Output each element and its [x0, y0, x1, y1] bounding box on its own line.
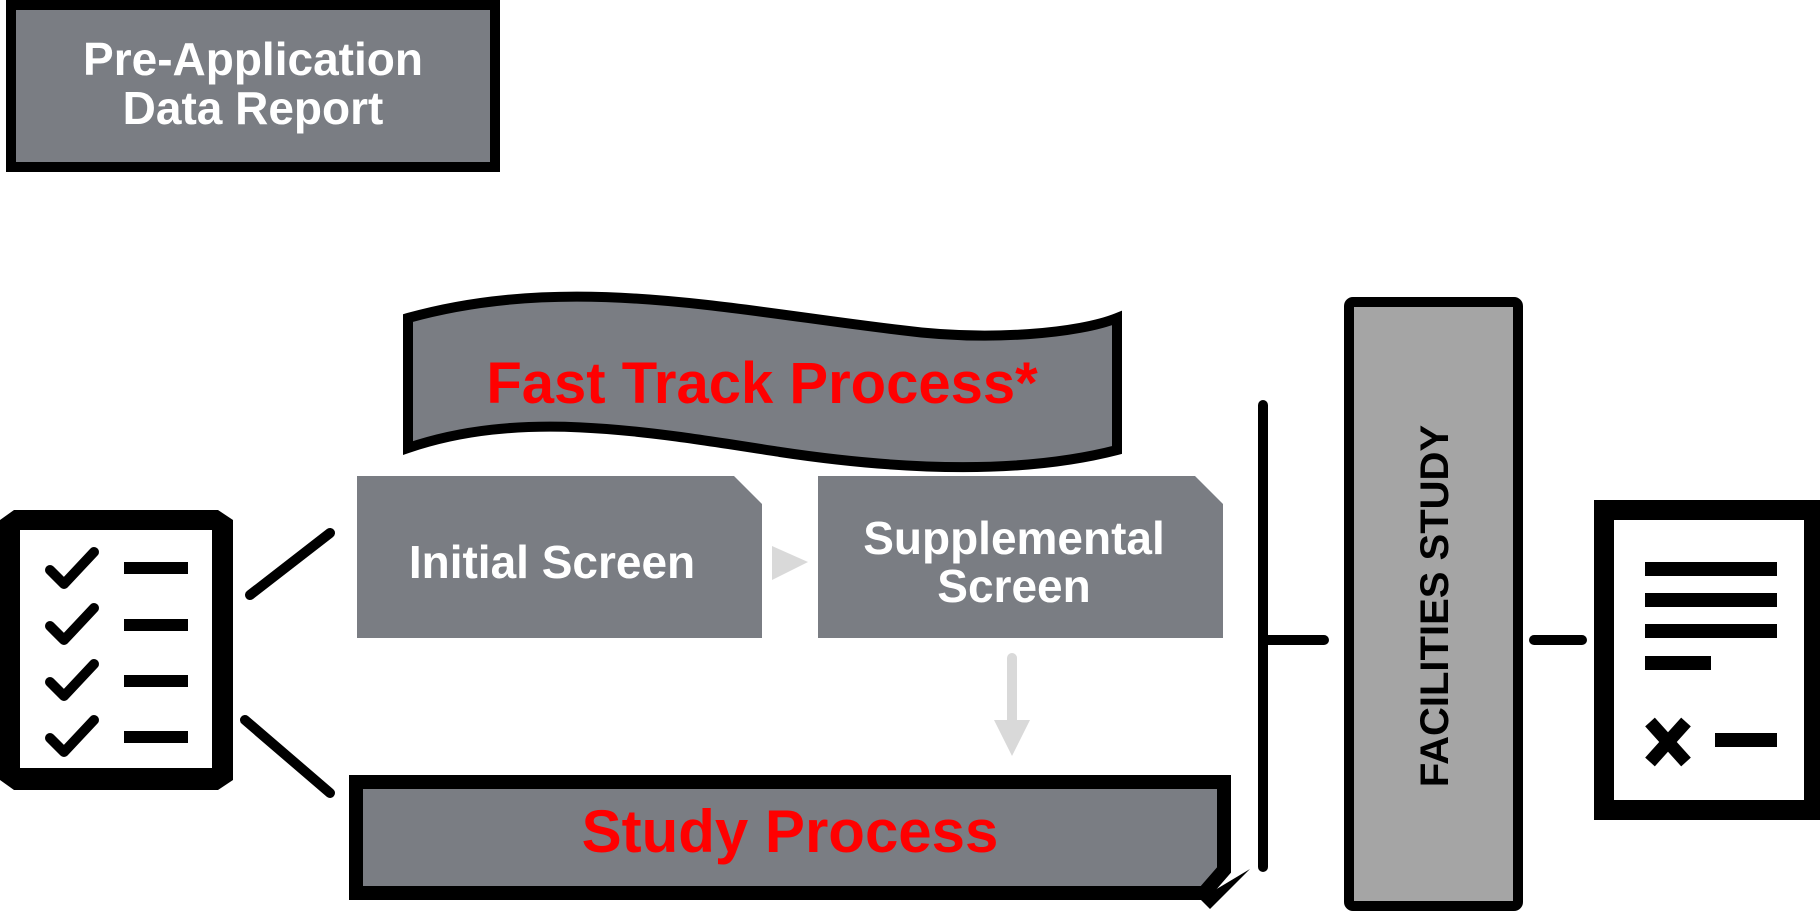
pre-application-label-line1: Pre-Application — [83, 33, 423, 85]
study-process-box: Study Process — [349, 775, 1250, 909]
fast-track-banner: Fast Track Process* — [403, 291, 1122, 473]
initial-screen-label: Initial Screen — [409, 536, 695, 588]
document-result-icon — [1594, 500, 1820, 820]
pre-application-label-line2: Data Report — [123, 82, 384, 134]
facilities-study-label: FACILITIES STUDY — [1413, 425, 1457, 788]
connector-checklist-to-fast-track — [245, 528, 335, 600]
facilities-study-panel: FACILITIES STUDY — [1344, 297, 1523, 911]
supplemental-screen-label-line1: Supplemental — [863, 512, 1165, 564]
fast-track-title: Fast Track Process* — [486, 351, 1038, 416]
connector-checklist-to-study — [240, 715, 335, 798]
study-process-title: Study Process — [582, 798, 999, 865]
checklist-icon — [0, 510, 233, 790]
supplemental-screen-box: Supplemental Screen — [818, 476, 1223, 638]
initial-screen-box: Initial Screen — [357, 476, 762, 638]
right-arrow — [772, 546, 808, 580]
supplemental-screen-label-line2: Screen — [937, 560, 1090, 612]
pre-application-box: Pre-Application Data Report — [6, 0, 500, 172]
down-arrow — [994, 653, 1030, 756]
